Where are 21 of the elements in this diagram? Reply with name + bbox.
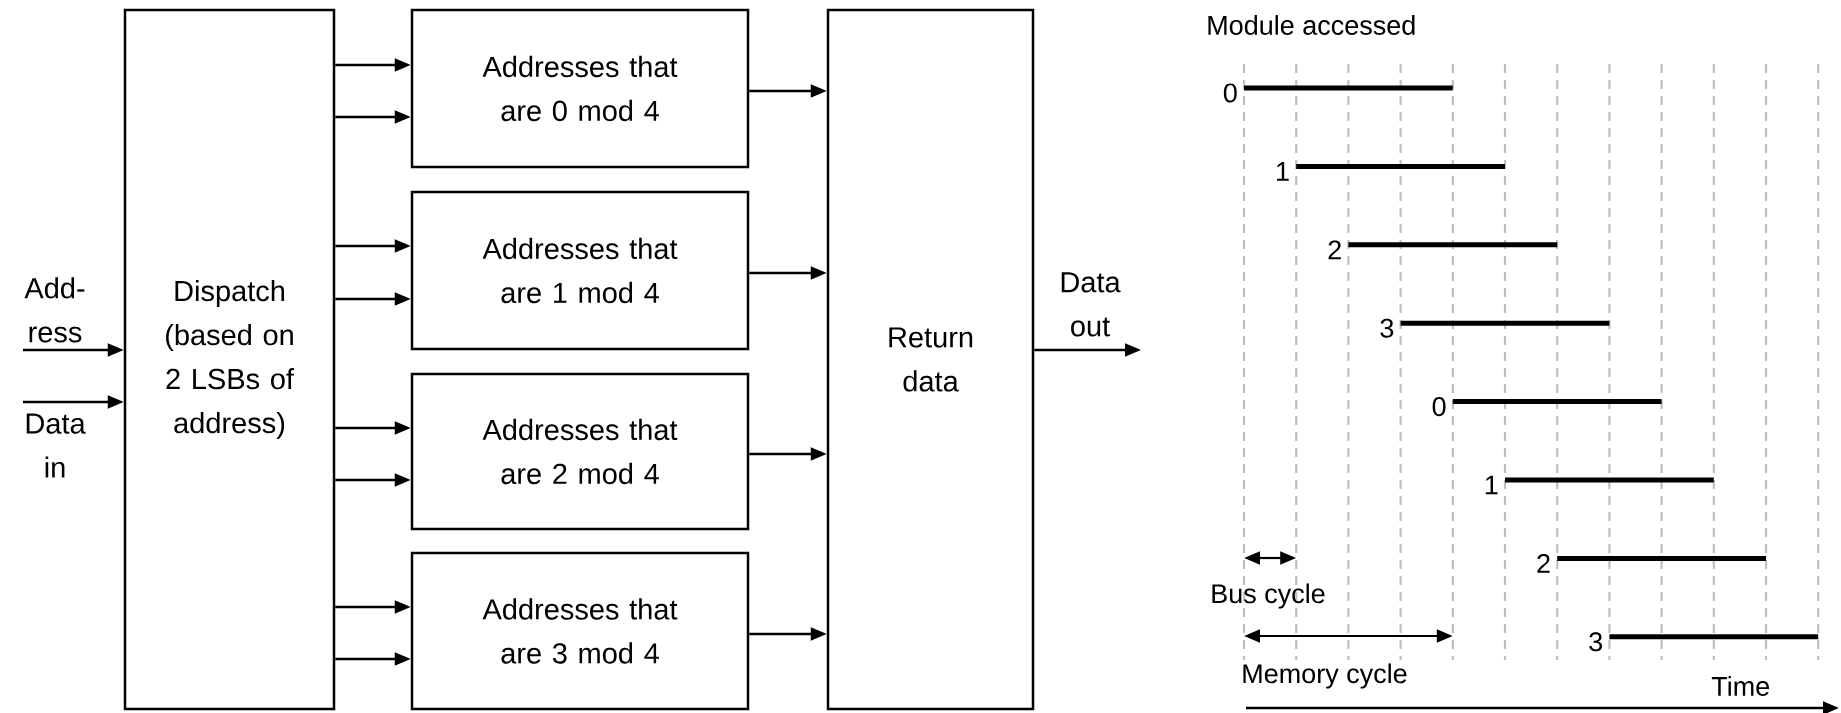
edge-label: Add- ress [24, 277, 85, 343]
module-number: 1 [1277, 162, 1289, 181]
axis-title: Module accessed [1208, 15, 1415, 35]
module-number: 3 [1589, 632, 1603, 652]
module-number: 0 [1432, 397, 1446, 417]
dimension-label: Bus cycle [1212, 583, 1325, 609]
dispatch-box: Dispatch (based on 2 LSBs of address) [123, 8, 336, 711]
return-box: Return data [826, 8, 1035, 711]
memory-module-box: Addresses that are 2 mod 4 [410, 372, 750, 531]
module-number: 2 [1537, 554, 1550, 573]
edge-label: Data in [26, 413, 86, 478]
edge-label: Data out [1061, 272, 1121, 337]
axis-title: Time [1711, 676, 1769, 696]
module-number: 1 [1485, 475, 1498, 495]
module-number: 2 [1328, 240, 1341, 260]
module-number: 0 [1223, 83, 1237, 103]
dimension-label: Memory cycle [1243, 663, 1407, 689]
memory-module-box: Addresses that are 1 mod 4 [410, 190, 750, 351]
memory-module-box: Addresses that are 0 mod 4 [410, 8, 750, 169]
memory-module-box: Addresses that are 3 mod 4 [410, 551, 750, 711]
module-number: 3 [1380, 318, 1394, 338]
